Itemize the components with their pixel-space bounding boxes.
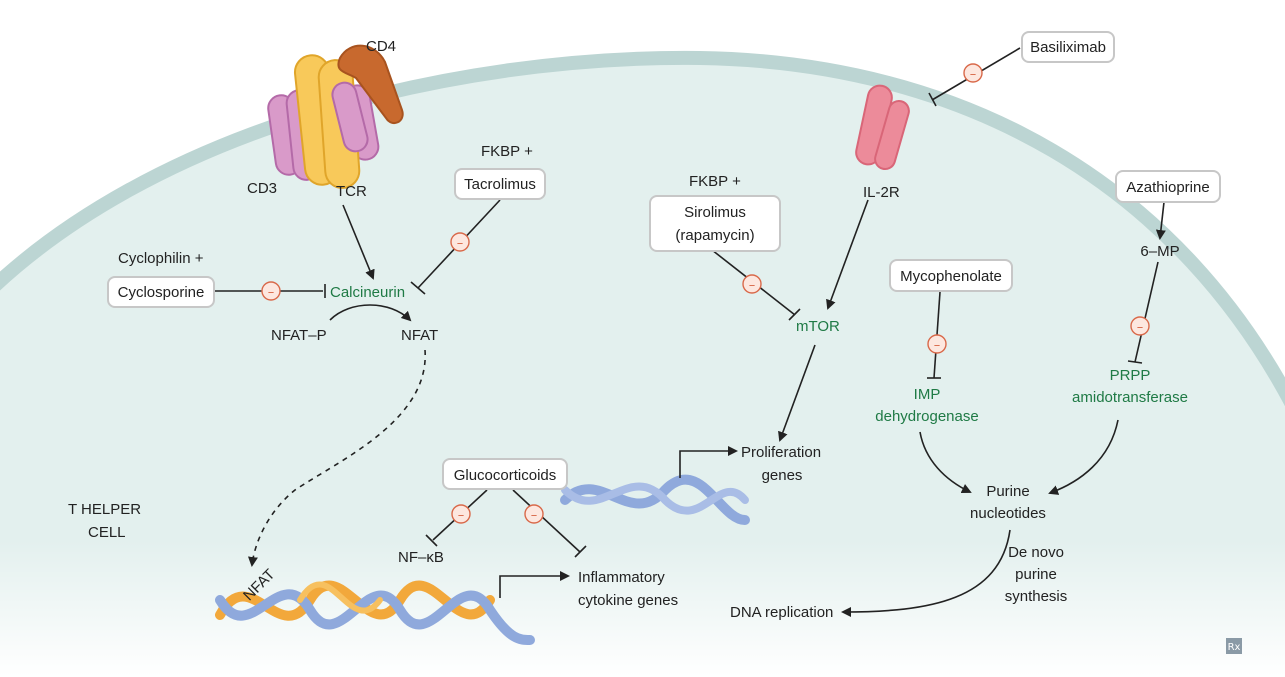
- gluco-to-inflam: [512, 489, 581, 553]
- inhibit-symbol: –: [268, 285, 275, 300]
- imp-label-l2: dehydrogenase: [875, 408, 978, 425]
- basiliximab-label: Basiliximab: [1030, 39, 1106, 56]
- nfat-translocation: [247, 349, 426, 567]
- mycophenolate-box: [889, 259, 1013, 292]
- inflam-label-l1: Inflammatory: [578, 569, 665, 586]
- fkbp-label-1: FKBP +: [481, 143, 533, 160]
- cyclosporine-box: [107, 276, 215, 308]
- denovo-label-l2: purine: [1015, 566, 1057, 583]
- sirolimus-bar: [788, 308, 801, 321]
- dna-strand-upper-a: [560, 474, 750, 525]
- purine-label-l1: Purine: [986, 483, 1029, 500]
- cd3-label: CD3: [247, 180, 277, 197]
- prpp-label-l1: PRPP: [1110, 367, 1151, 384]
- cyclophilin-label: Cyclophilin +: [118, 250, 204, 267]
- rx-logo: Rx: [1228, 642, 1241, 653]
- inhibit-sirolimus: –: [742, 274, 762, 294]
- nfat-conversion-arrow: [329, 304, 412, 322]
- prolif-label-l2: genes: [762, 467, 803, 484]
- dna-replication-label: DNA replication: [730, 604, 833, 621]
- il2r-receptor: [855, 84, 910, 171]
- il2r-helix-b: [874, 99, 910, 171]
- dna-helix-nuclear: [215, 580, 535, 645]
- il2r-to-mtor: [826, 199, 869, 310]
- basiliximab-box: [1021, 31, 1115, 63]
- inhibit-gluco-inflam: –: [524, 504, 544, 524]
- prpp-to-purine: [1048, 419, 1119, 495]
- inhibit-symbol: –: [970, 67, 977, 82]
- glucocorticoids-box: [442, 458, 568, 490]
- dna-strand-blue: [215, 589, 535, 645]
- mtor-label: mTOR: [796, 318, 840, 335]
- inhibit-symbol: –: [749, 278, 756, 293]
- 6mp-bar: [1127, 360, 1143, 364]
- prpp-label-l2: amidotransferase: [1072, 389, 1188, 406]
- imp-label-l1: IMP: [914, 386, 941, 403]
- imp-to-purine: [919, 431, 972, 494]
- inhibit-symbol: –: [457, 236, 464, 251]
- inhibit-cyclosporine: –: [261, 281, 281, 301]
- nfat-label: NFAT: [401, 327, 438, 344]
- six-mp-label: 6–MP: [1140, 243, 1179, 260]
- mycophenolate-label: Mycophenolate: [900, 268, 1002, 285]
- mtor-to-prolif: [778, 344, 816, 442]
- purine-label-l2: nucleotides: [970, 505, 1046, 522]
- fkbp-label-2: FKBP +: [689, 173, 741, 190]
- inhibit-basiliximab: –: [963, 63, 983, 83]
- cell-label-l1: T HELPER: [68, 501, 141, 518]
- tcr-complex: [267, 44, 404, 189]
- inhibit-tacrolimus: –: [450, 232, 470, 252]
- sirolimus-label-l1: Sirolimus: [684, 204, 746, 221]
- sirolimus-label-l2: (rapamycin): [675, 227, 754, 244]
- calcineurin-label: Calcineurin: [330, 284, 405, 301]
- gluco-nfkb-bar: [425, 534, 438, 547]
- inhibit-gluco-nfkb: –: [451, 504, 471, 524]
- sirolimus-box: [649, 195, 781, 252]
- tacrolimus-box: [454, 168, 546, 200]
- cell-body: [0, 57, 1285, 677]
- inhibit-mycophenolate: –: [927, 334, 947, 354]
- cell-fade: [0, 540, 1285, 677]
- inhibit-6mp: –: [1130, 316, 1150, 336]
- inhibit-symbol: –: [1137, 320, 1144, 335]
- cell-label-l2: CELL: [88, 524, 126, 541]
- prolif-promoter-arrow: [679, 446, 738, 478]
- tcr-label: TCR: [336, 183, 367, 200]
- nfkb-label: NF–κB: [398, 549, 444, 566]
- cell-membrane: [0, 50, 1285, 407]
- denovo-label-l1: De novo: [1008, 544, 1064, 561]
- azathioprine-label: Azathioprine: [1126, 179, 1209, 196]
- inflam-label-l2: cytokine genes: [578, 592, 678, 609]
- glucocorticoids-label: Glucocorticoids: [454, 467, 557, 484]
- inhibit-symbol: –: [458, 508, 465, 523]
- basiliximab-bar: [928, 92, 937, 107]
- azathioprine-to-6mp: [1155, 201, 1166, 240]
- 6mp-line: [1134, 261, 1159, 363]
- rx-logo-box: [1226, 638, 1242, 654]
- tcr-to-calcineurin: [342, 204, 375, 280]
- nfat-p-label: NFAT–P: [271, 327, 327, 344]
- purine-to-dna-replication: [841, 529, 1011, 617]
- cd3-helix-front: [331, 81, 369, 153]
- inhibit-symbol: –: [934, 338, 941, 353]
- dna-strand-upper-b: [561, 482, 749, 515]
- dna-strand-orange-2: [297, 581, 383, 614]
- gluco-inflam-bar: [574, 545, 587, 558]
- denovo-label-l3: synthesis: [1005, 588, 1068, 605]
- inflam-promoter-arrow: [499, 571, 570, 598]
- cd4-label: CD4: [366, 38, 396, 55]
- inhibit-symbol: –: [531, 508, 538, 523]
- cd4-molecule: [337, 44, 404, 125]
- cyclosporine-label: Cyclosporine: [118, 284, 205, 301]
- prolif-label-l1: Proliferation: [741, 444, 821, 461]
- tacrolimus-bar: [410, 281, 426, 295]
- il2r-label: IL-2R: [863, 184, 900, 201]
- azathioprine-box: [1115, 170, 1221, 203]
- dna-helix-upper: [560, 474, 750, 525]
- tacrolimus-label: Tacrolimus: [464, 176, 536, 193]
